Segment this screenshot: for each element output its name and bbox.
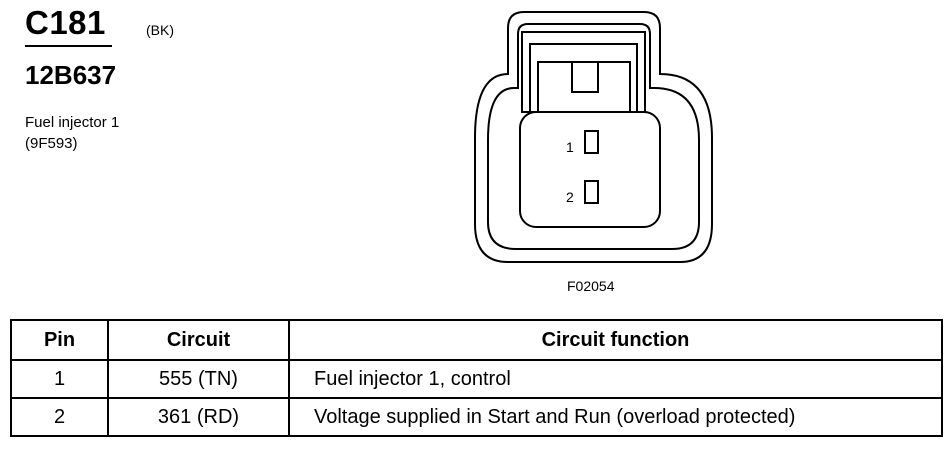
cell-circuit: 361 (RD) (107, 397, 290, 437)
housing-inner-outline (487, 23, 700, 250)
connector-id: C181 (25, 4, 106, 41)
figure-code: F02054 (567, 278, 615, 294)
cell-function: Voltage supplied in Start and Run (overl… (288, 397, 943, 437)
mating-face (519, 111, 661, 228)
part-number: 12B637 (25, 60, 117, 90)
connector-face-diagram: 1 2 (474, 11, 713, 263)
header-circuit: Circuit (107, 319, 290, 361)
cell-function: Fuel injector 1, control (288, 359, 943, 399)
cell-pin: 1 (10, 359, 109, 399)
connector-color: (BK) (146, 22, 174, 38)
cell-circuit: 555 (TN) (107, 359, 290, 399)
locking-tab-inner (529, 43, 638, 113)
component-code: (9F593) (25, 135, 78, 152)
table-row: 2 361 (RD) Voltage supplied in Start and… (10, 397, 943, 437)
pin-label-2: 2 (566, 189, 574, 205)
component-name: Fuel injector 1 (25, 114, 120, 131)
cell-pin: 2 (10, 397, 109, 437)
terminal-cavity-1 (584, 130, 599, 154)
pin-label-1: 1 (566, 139, 574, 155)
table-row: 1 555 (TN) Fuel injector 1, control (10, 359, 943, 399)
locking-tab-latch (537, 61, 631, 112)
table-header-row: Pin Circuit Circuit function (10, 319, 943, 361)
terminal-cavity-2 (584, 180, 599, 204)
housing-outer-outline (474, 11, 713, 263)
pinout-table: Pin Circuit Circuit function 1 555 (TN) … (10, 319, 943, 437)
header-circuit-function: Circuit function (288, 319, 943, 361)
header-pin: Pin (10, 319, 109, 361)
connector-id-underline (25, 45, 112, 47)
